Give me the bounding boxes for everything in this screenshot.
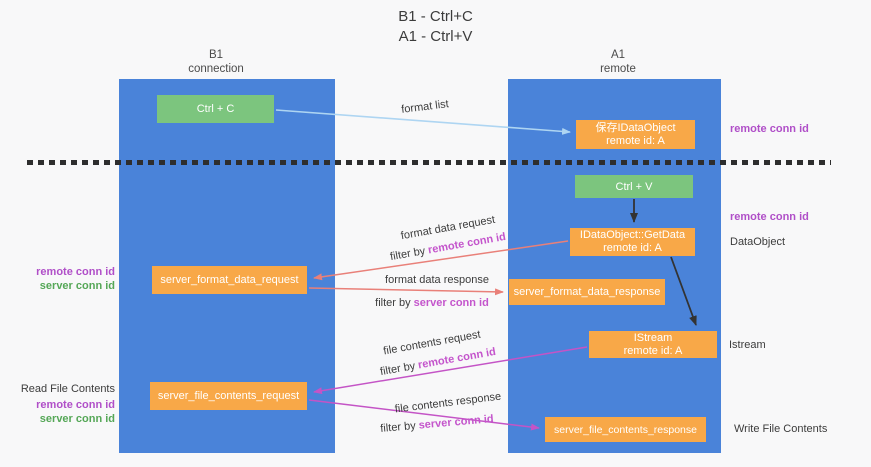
server-conn-id-text: server conn id [418, 413, 495, 432]
label-write-file-contents: Write File Contents [734, 423, 828, 435]
lane-a1-subtitle: remote [600, 63, 636, 75]
node-server-format-data-request: server_format_data_request [152, 266, 307, 294]
label-server-conn-id-left-1: server conn id [39, 280, 115, 292]
node-save-idataobject: 保存IDataObject remote id: A [576, 120, 695, 149]
node-server-file-contents-response: server_file_contents_response [545, 417, 706, 442]
label-remote-conn-id-top-right: remote conn id [730, 123, 809, 135]
server-conn-id-text: server conn id [413, 297, 489, 309]
remote-conn-id-text: remote conn id [417, 345, 497, 372]
node-save-idataobject-line1: 保存IDataObject [595, 121, 676, 134]
filter-by-text: filter by [375, 297, 411, 309]
node-istream-line2: remote id: A [623, 344, 683, 357]
node-istream-line1: IStream [633, 331, 673, 344]
lane-a1-name: A1 [610, 49, 626, 61]
lane-header-b1: B1 connection [116, 48, 316, 76]
filter-by-text: filter by [379, 360, 417, 379]
label-dataobject: DataObject [730, 236, 786, 248]
label-remote-conn-id-mid-right: remote conn id [730, 211, 809, 223]
node-ctrl-v-label: Ctrl + V [615, 180, 653, 193]
filter-by-text: filter by [389, 245, 427, 264]
lane-b1-name: B1 [208, 49, 224, 61]
label-remote-conn-id-left-1: remote conn id [36, 266, 115, 278]
title-line-2: A1 - Ctrl+V [398, 28, 473, 45]
label-remote-conn-id-left-2: remote conn id [36, 399, 115, 411]
lane-header-a1: A1 remote [518, 48, 718, 76]
node-server-file-contents-request: server_file_contents_request [150, 382, 307, 410]
node-file-request-label: server_file_contents_request [157, 390, 300, 402]
node-ctrl-c: Ctrl + C [157, 95, 274, 123]
node-getdata-line1: IDataObject::GetData [579, 229, 686, 241]
node-format-request-label: server_format_data_request [160, 274, 299, 286]
label-istream: Istream [729, 339, 766, 351]
title-line-1: B1 - Ctrl+C [398, 8, 473, 25]
node-idataobject-getdata: IDataObject::GetData remote id: A [570, 228, 695, 256]
node-ctrl-c-label: Ctrl + C [196, 103, 235, 115]
lane-b1-subtitle: connection [188, 63, 244, 75]
node-file-response-label: server_file_contents_response [553, 423, 697, 436]
node-ctrl-v: Ctrl + V [575, 175, 693, 198]
label-read-file-contents: Read File Contents [20, 383, 115, 395]
edge-label-format-list: format list [400, 98, 450, 116]
session-divider-dashed-line [27, 160, 831, 165]
diagram-title: B1 - Ctrl+C A1 - Ctrl+V [0, 7, 871, 47]
node-format-response-label: server_format_data_response [513, 286, 661, 298]
node-save-idataobject-line2: remote id: A [606, 134, 665, 147]
edge-label-format-data-response: format data response [385, 274, 489, 286]
label-server-conn-id-left-2: server conn id [39, 413, 115, 425]
node-getdata-line2: remote id: A [603, 242, 662, 254]
node-server-format-data-response: server_format_data_response [509, 279, 665, 305]
filter-by-text: filter by [379, 419, 417, 435]
node-istream: IStream remote id: A [589, 331, 717, 358]
arrow-format-data-response [308, 287, 504, 296]
